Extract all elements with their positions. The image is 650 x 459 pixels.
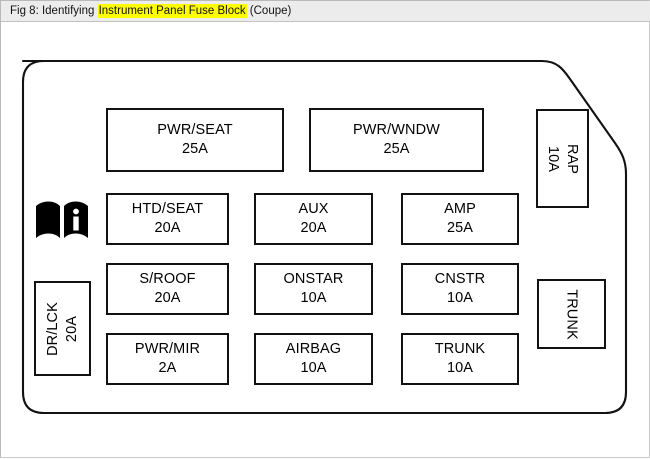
manual-book-info-icon: [36, 201, 88, 238]
fuse-label: ONSTAR: [283, 271, 344, 287]
fuse-cell-aux: AUX 20A: [254, 193, 373, 245]
fuse-cell-htd-seat: HTD/SEAT 20A: [106, 193, 229, 245]
fuse-cell-trunk-10a: TRUNK 10A: [401, 333, 519, 385]
info-stem: [73, 216, 79, 231]
info-dot: [73, 208, 79, 215]
fuse-amperage: 20A: [300, 220, 327, 236]
fuse-amperage: 10A: [446, 360, 474, 376]
fuse-amperage: 2A: [158, 360, 177, 376]
fuse-label: AMP: [444, 201, 476, 217]
fuse-label: TRUNK: [563, 288, 580, 340]
caption-suffix: (Coupe): [246, 5, 292, 17]
fuse-label: S/ROOF: [139, 271, 196, 287]
fuse-amperage: 25A: [446, 220, 474, 236]
fuse-amperage: 25A: [383, 141, 410, 157]
figure-caption-bar: Fig 8: Identifying Instrument Panel Fuse…: [1, 1, 650, 22]
fuse-cell-airbag: AIRBAG 10A: [254, 333, 373, 385]
fuse-cell-pwr-seat: PWR/SEAT 25A: [106, 108, 284, 172]
fuse-cell-trunk: TRUNK: [537, 279, 606, 349]
fuse-label: AIRBAG: [285, 341, 342, 357]
fuse-cell-cnstr: CNSTR 10A: [401, 263, 519, 315]
fuse-label: PWR/MIR: [134, 341, 201, 357]
fuse-amperage: 20A: [154, 220, 181, 236]
fuse-cell-pwr-wndw: PWR/WNDW 25A: [309, 108, 484, 172]
fuse-amperage: 10A: [300, 290, 327, 306]
book-left-page: [36, 201, 60, 238]
caption-highlight: Instrument Panel Fuse Block: [97, 4, 247, 18]
fuse-cell-amp: AMP 25A: [401, 193, 519, 245]
fuse-amperage: 10A: [545, 145, 562, 172]
fuse-cell-s-roof: S/ROOF 20A: [106, 263, 229, 315]
fuse-amperage: 20A: [154, 290, 181, 306]
fuse-label: AUX: [298, 201, 329, 217]
caption-prefix: Fig 8: Identifying: [10, 5, 98, 17]
fuse-label: DR/LCK: [44, 301, 61, 356]
fuse-label: RAP: [564, 143, 581, 174]
fuse-amperage: 10A: [446, 290, 474, 306]
fuse-label: TRUNK: [434, 341, 486, 357]
fuse-label: HTD/SEAT: [131, 201, 204, 217]
fuse-amperage: 10A: [300, 360, 327, 376]
fuse-cell-onstar: ONSTAR 10A: [254, 263, 373, 315]
fuse-cell-pwr-mir: PWR/MIR 2A: [106, 333, 229, 385]
fuse-label: PWR/SEAT: [157, 122, 233, 138]
fuse-amperage: 25A: [181, 141, 209, 157]
fuse-label: PWR/WNDW: [353, 122, 440, 138]
fuse-amperage: 20A: [63, 315, 80, 342]
fuse-label: CNSTR: [434, 271, 486, 287]
